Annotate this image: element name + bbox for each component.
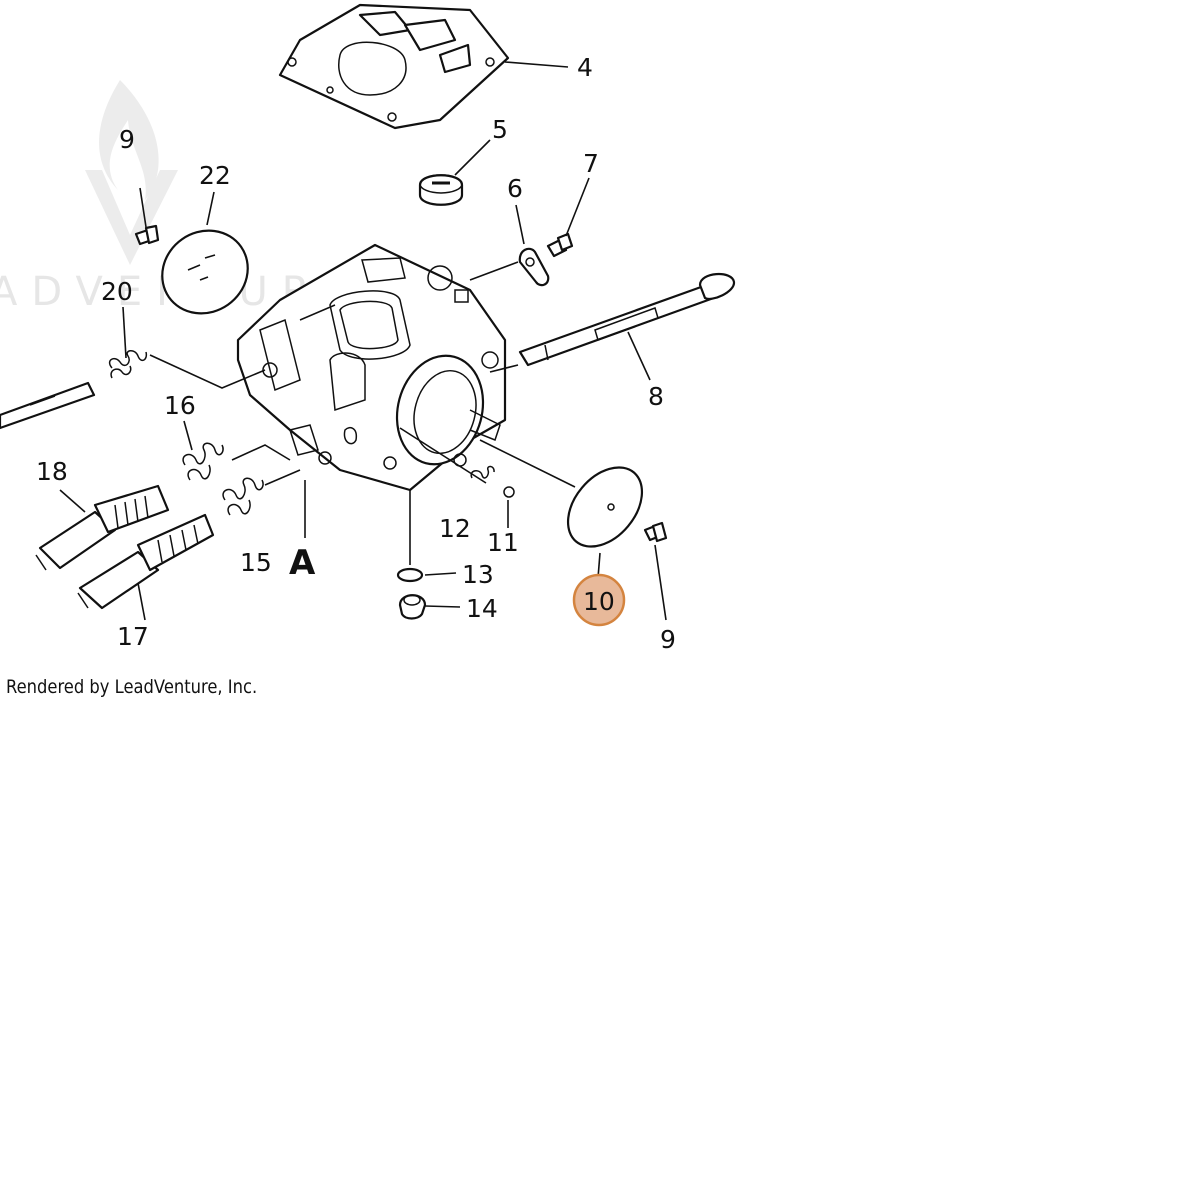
- callout-17: 17: [117, 622, 149, 651]
- callout-6: 6: [507, 174, 523, 203]
- callout-15: 15: [240, 548, 272, 577]
- cap-part: [418, 174, 464, 206]
- spring-part-20: [108, 350, 148, 379]
- leader-lines: [59, 61, 667, 621]
- screw-part-bottom: [643, 521, 668, 543]
- ball-part-11: [503, 486, 515, 498]
- callout-9-top: 9: [119, 125, 135, 154]
- flame-watermark-icon: [99, 80, 159, 200]
- gasket-part: [278, 3, 510, 130]
- screw-part-top: [134, 224, 160, 246]
- callout-10: 10: [583, 587, 615, 616]
- spring-part-12: [470, 465, 495, 479]
- callout-16: 16: [164, 391, 196, 420]
- callout-11: 11: [487, 528, 519, 557]
- throttle-shaft-part: [518, 273, 736, 367]
- carburetor-body-part: [236, 243, 507, 492]
- callout-14: 14: [466, 594, 498, 623]
- callout-7: 7: [583, 149, 599, 178]
- callout-13: 13: [462, 560, 494, 589]
- o-ring-part-13: [396, 567, 424, 583]
- mixture-screw-part-18: [35, 484, 170, 571]
- v-watermark-icon: [85, 170, 178, 265]
- callout-12: 12: [439, 514, 471, 543]
- diaphragm-part-10: [566, 466, 644, 548]
- spring-part-16: [182, 442, 224, 481]
- callout-9-bottom: 9: [660, 625, 676, 654]
- spring-part-15: [222, 477, 264, 516]
- callout-5: 5: [492, 115, 508, 144]
- diaphragm-part-upper: [161, 229, 249, 315]
- choke-shaft-part: [0, 381, 96, 430]
- callout-22: 22: [199, 161, 231, 190]
- callout-A: A: [289, 543, 316, 583]
- callout-10-highlight[interactable]: [572, 573, 626, 627]
- mixture-screw-part-17: [77, 513, 215, 610]
- callout-labels: 4 5 6 7 8 9 9 10 11 12 13 14 15 16 17 18…: [36, 53, 676, 654]
- plug-part-14: [398, 594, 427, 620]
- callout-20: 20: [101, 277, 133, 306]
- callout-18: 18: [36, 457, 68, 486]
- bracket-part: [518, 232, 574, 287]
- callout-4: 4: [577, 53, 593, 82]
- callout-8: 8: [648, 382, 664, 411]
- credit-text: Rendered by LeadVenture, Inc.: [6, 676, 258, 698]
